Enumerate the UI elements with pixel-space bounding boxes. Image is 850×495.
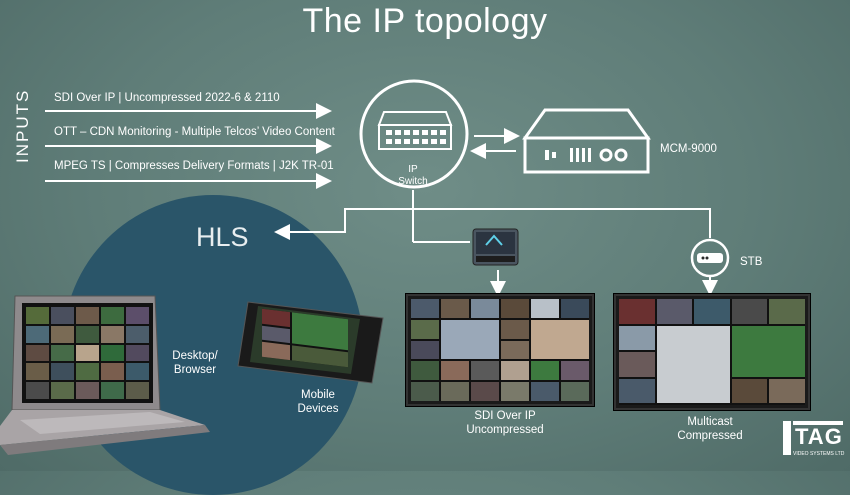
stb-branch-line: [413, 208, 711, 238]
multicast-label-line1: Multicast: [687, 416, 733, 428]
laptop-screen: [24, 305, 151, 401]
mobile-label-line1: Mobile: [301, 389, 335, 401]
logo-subtext: VIDEO SYSTEMS LTD: [793, 451, 845, 457]
multicast-label: Multicast Compressed: [655, 415, 765, 443]
sdi-monitor: [406, 294, 594, 406]
network-switch-icon: [377, 111, 453, 150]
mobile-label: Mobile Devices: [292, 388, 344, 416]
server-icon: [522, 108, 651, 174]
multicast-monitor: [614, 294, 810, 410]
input-mpeg-ts: MPEG TS | Compresses Delivery Formats | …: [54, 160, 334, 172]
sdi-output-label-line2: Uncompressed: [466, 424, 544, 436]
page-title: The IP topology: [302, 2, 548, 40]
sdi-output-label: SDI Over IP Uncompressed: [455, 409, 555, 437]
desktop-label-line1: Desktop/: [172, 350, 218, 362]
hls-label: HLS: [196, 222, 249, 252]
stb-label: STB: [740, 256, 763, 268]
mobile-label-line2: Devices: [297, 403, 339, 415]
ip-switch-label: IP Switch: [393, 164, 433, 188]
input-ott-cdn: OTT – CDN Monitoring - Multiple Telcos’ …: [54, 126, 335, 138]
tag-logo: TAG VIDEO SYSTEMS LTD: [783, 421, 845, 461]
mcm-label: MCM-9000: [660, 143, 717, 155]
ip-switch-label-line1: IP: [408, 164, 418, 175]
logo-text: TAG: [795, 424, 843, 449]
desktop-label-line2: Browser: [173, 364, 217, 376]
input-sdi-over-ip: SDI Over IP | Uncompressed 2022-6 & 2110: [54, 92, 280, 104]
desktop-label: Desktop/ Browser: [165, 349, 225, 377]
hls-branch-arrow: [274, 208, 413, 240]
ip-switch-circle: [359, 79, 469, 189]
converter-device-icon: [472, 228, 519, 266]
ip-switch-label-line2: Switch: [398, 176, 428, 187]
multicast-label-line2: Compressed: [677, 430, 743, 442]
sdi-output-label-line1: SDI Over IP: [474, 410, 536, 422]
set-top-box-icon: [690, 238, 730, 278]
